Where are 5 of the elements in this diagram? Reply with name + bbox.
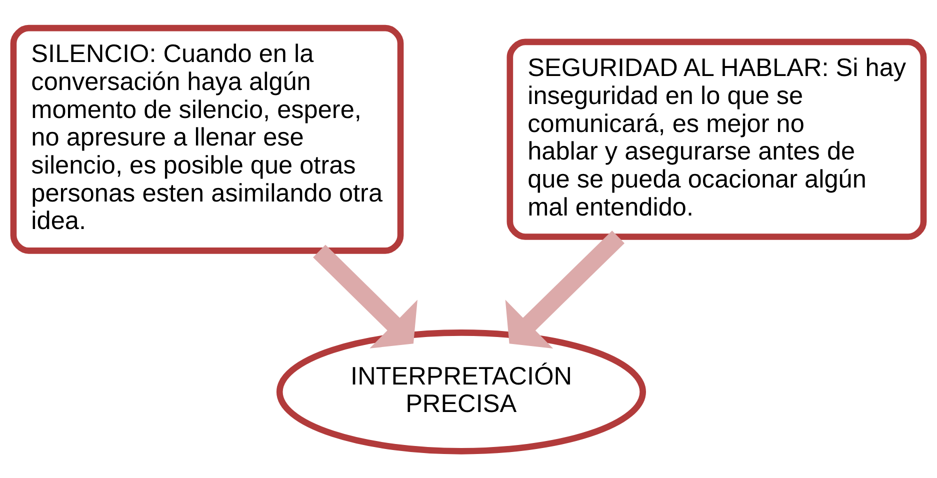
arrow <box>505 230 624 348</box>
node-box: SILENCIO: Cuando en la conversación haya algún momento de silencio, espere, no apresure a llenar ese silencio, es posible que otras personas esten asimilando otra idea. <box>10 24 404 254</box>
arrow <box>313 244 418 348</box>
node-ellipse: INTERPRETACIÓN PRECISA <box>276 329 646 454</box>
node-box: SEGURIDAD AL HABLAR: Si hay inseguridad en lo que se comunicará, es mejor no hablar y asegurarse antes de que se pueda ocacionar algún mal entendido. <box>506 38 927 240</box>
